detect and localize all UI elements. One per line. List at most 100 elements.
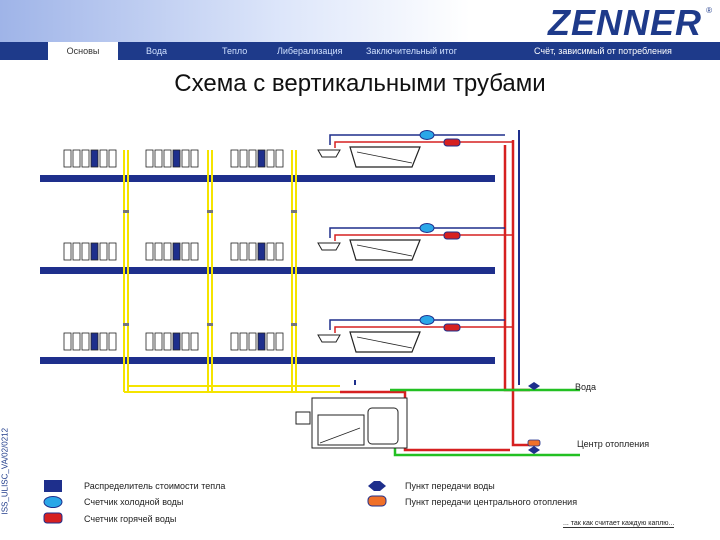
cold-water-meter (419, 130, 435, 140)
radiator-section (99, 332, 108, 351)
radiator-section (275, 242, 284, 261)
legend-label-heating-transfer: Пункт передачи центрального отопления (405, 497, 578, 507)
radiator-section (257, 332, 266, 351)
heating-center-label: Центр отопления (577, 439, 649, 449)
radiator-section (108, 242, 117, 261)
radiator-section (72, 242, 81, 261)
cold-water-meter-icon (43, 496, 63, 508)
header-decor (0, 0, 720, 60)
radiator-section (163, 242, 172, 261)
radiator-section (266, 242, 275, 261)
heat-cost-allocator-icon (44, 480, 62, 492)
radiator-section (266, 149, 275, 168)
footer-note: ... так как считает каждую каплю... (563, 520, 675, 528)
radiator-section (145, 149, 154, 168)
header-banner (0, 0, 720, 60)
cold-water-meter (419, 223, 435, 233)
sink (317, 334, 341, 343)
storage-tank (367, 407, 399, 445)
boiler (317, 414, 365, 446)
bathtub-inner (356, 151, 413, 164)
radiator-section (248, 149, 257, 168)
water-transfer-point (528, 446, 540, 454)
water-transfer-point-icon (368, 481, 386, 491)
sink (317, 242, 341, 251)
radiator-section (257, 242, 266, 261)
floor-slab (40, 267, 495, 274)
central-heating-transfer-icon (367, 495, 387, 507)
radiator-section (181, 242, 190, 261)
radiator-section (172, 332, 181, 351)
radiator-section (90, 242, 99, 261)
bathtub (349, 331, 421, 353)
radiator-section (90, 149, 99, 168)
bathtub-inner (356, 336, 413, 349)
hot-water-meter-icon (43, 512, 63, 524)
registered-mark-icon: ® (706, 6, 712, 15)
bathtubs (317, 146, 421, 353)
radiator-section (190, 242, 199, 261)
floor-slab (40, 357, 495, 364)
radiator-section (63, 242, 72, 261)
radiator-section (181, 332, 190, 351)
bathtub-inner (356, 244, 413, 257)
sink (317, 149, 341, 158)
radiator-section (63, 332, 72, 351)
radiator-section (172, 149, 181, 168)
tab-basics[interactable]: Основы (48, 42, 118, 60)
tab-water[interactable]: Вода (146, 46, 168, 56)
radiator-section (145, 332, 154, 351)
cold-water-branch (329, 319, 505, 330)
radiator-section (163, 149, 172, 168)
radiator-section (190, 332, 199, 351)
radiator-section (248, 332, 257, 351)
riser-valve (207, 323, 213, 326)
legend-label-heat-cost: Распределитель стоимости тепла (84, 481, 226, 491)
radiator-section (266, 332, 275, 351)
radiator-section (108, 332, 117, 351)
radiator-section (257, 149, 266, 168)
radiator-section (72, 332, 81, 351)
legend-label-water-transfer: Пункт передачи воды (405, 481, 495, 491)
boiler-line (319, 427, 361, 444)
radiator-section (230, 332, 239, 351)
cold-water-meter (419, 315, 435, 325)
tab-liberalization[interactable]: Либерализация (277, 46, 343, 56)
pump (295, 411, 311, 425)
radiators (63, 149, 284, 351)
tab-summary[interactable]: Заключительный итог (366, 46, 457, 56)
radiator-section (239, 149, 248, 168)
riser-valve (123, 210, 129, 213)
tab-heat[interactable]: Тепло (222, 46, 248, 56)
legend-label-cold-water: Счетчик холодной воды (84, 497, 184, 507)
radiator-section (99, 149, 108, 168)
heating-center (295, 382, 541, 454)
radiator-section (72, 149, 81, 168)
riser-valve (291, 323, 297, 326)
water-label: Вода (575, 382, 596, 392)
radiator-section (163, 332, 172, 351)
zenner-logo: ZENNER (547, 2, 702, 43)
water-transfer-point (528, 382, 540, 390)
floor-slab (40, 175, 495, 182)
radiator-section (230, 242, 239, 261)
hot-water-riser (511, 140, 530, 447)
radiator-section (90, 332, 99, 351)
radiator-section (239, 332, 248, 351)
radiator-section (154, 332, 163, 351)
hot-water-meter (443, 138, 461, 147)
radiator-section (248, 242, 257, 261)
heating-transfer-point (527, 439, 541, 447)
radiator-section (81, 332, 90, 351)
radiator-section (275, 149, 284, 168)
radiator-section (63, 149, 72, 168)
radiator-section (81, 242, 90, 261)
consumption-billing-label: Счёт, зависимый от потребления (534, 46, 672, 56)
riser-valve (207, 210, 213, 213)
radiator-section (99, 242, 108, 261)
radiator-section (81, 149, 90, 168)
radiator-section (275, 332, 284, 351)
legend-label-hot-water: Счетчик горячей воды (84, 514, 177, 524)
